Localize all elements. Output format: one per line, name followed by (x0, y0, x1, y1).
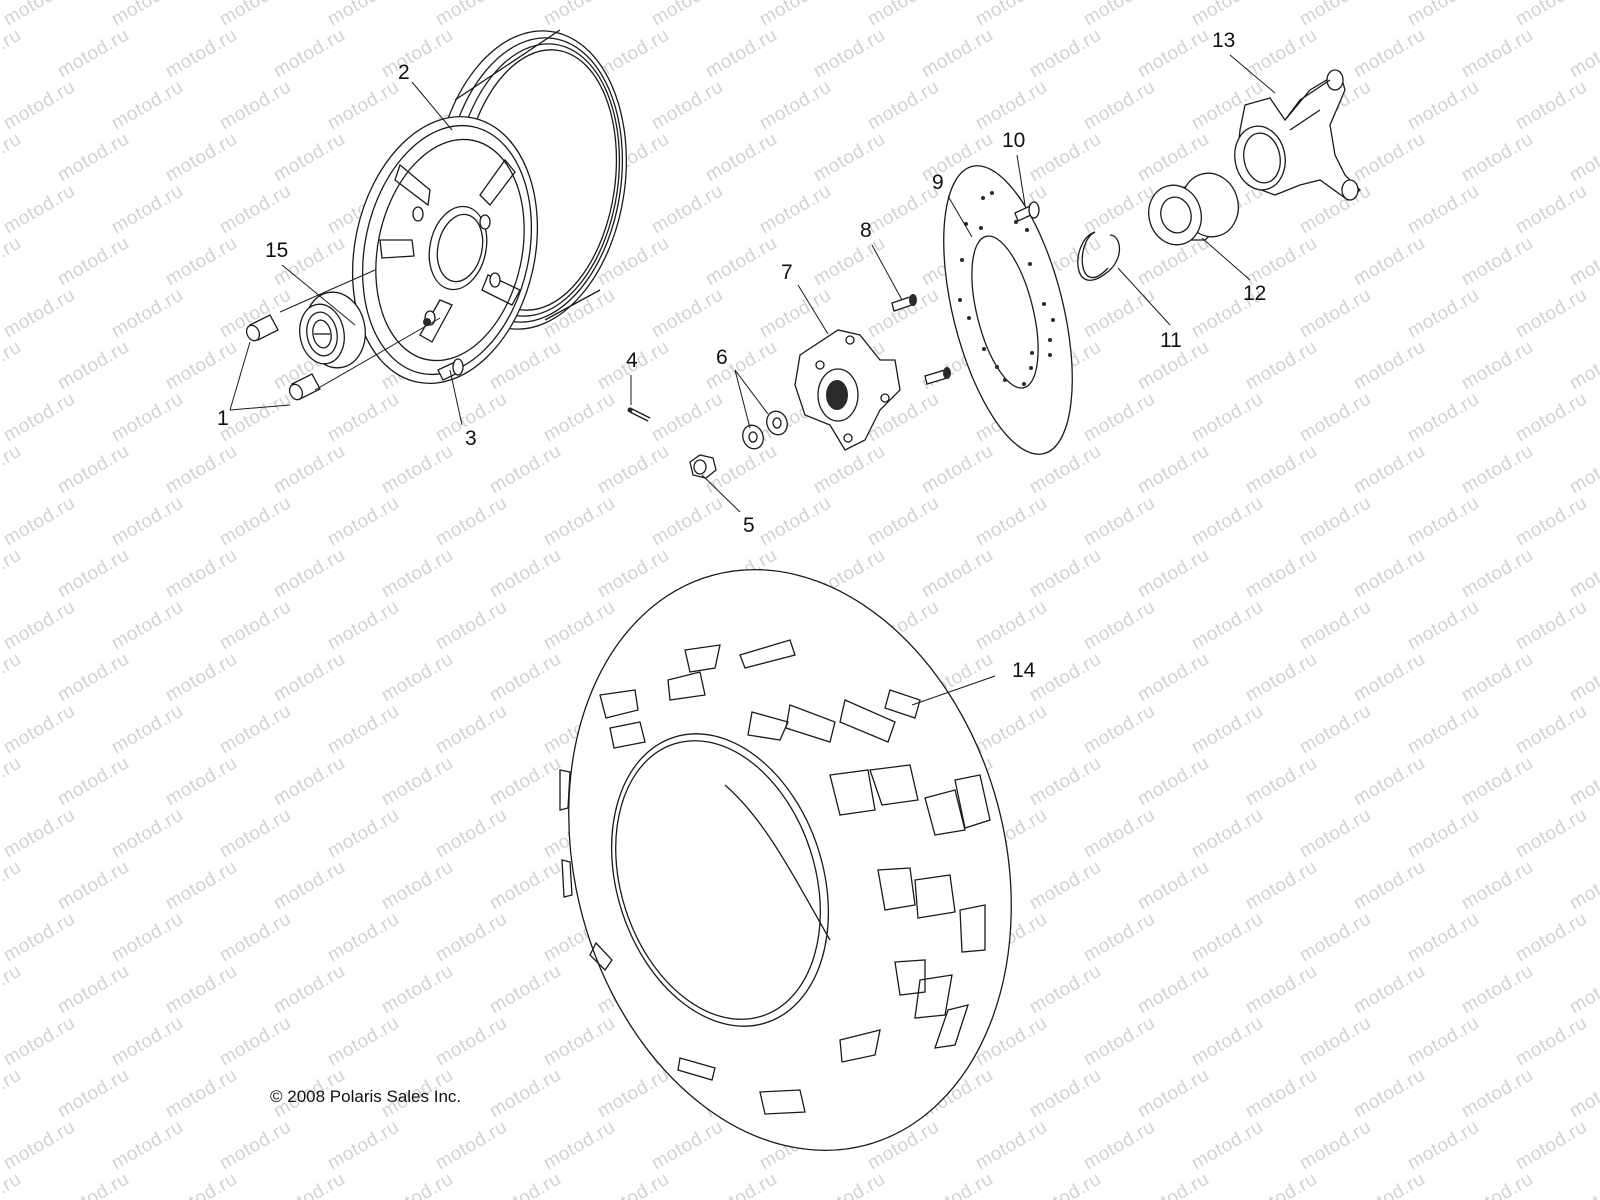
callout-2: 2 (398, 61, 410, 84)
callout-1: 1 (217, 407, 229, 430)
callout-8: 8 (860, 219, 872, 242)
castle-nut-drawing (689, 454, 717, 479)
leader-lines (229, 54, 1276, 706)
brake-disc-drawing (943, 165, 1073, 455)
tire-drawing (559, 569, 1012, 1151)
callout-14: 14 (1012, 659, 1036, 682)
bearing-carrier-drawing (1234, 69, 1361, 201)
retaining-ring-drawing (1077, 231, 1121, 281)
callout-6: 6 (716, 346, 728, 369)
hub-stud-bolts-drawing (891, 294, 951, 385)
callout-12: 12 (1243, 282, 1267, 305)
disc-bolt-drawing (1014, 201, 1040, 222)
callout-9: 9 (932, 171, 944, 194)
callout-7: 7 (781, 261, 793, 284)
valve-stem-drawing (437, 358, 464, 381)
washers-drawing (742, 410, 788, 450)
hub-cap-drawing (299, 291, 366, 369)
callout-13: 13 (1212, 29, 1236, 52)
wheel-bearing-drawing (1148, 172, 1239, 246)
callout-3: 3 (465, 427, 477, 450)
callout-5: 5 (743, 514, 755, 537)
copyright-notice: © 2008 Polaris Sales Inc. (270, 1087, 462, 1106)
callout-4: 4 (626, 349, 638, 372)
cotter-pin-drawing (627, 407, 651, 422)
callout-10: 10 (1002, 129, 1026, 152)
lug-nuts-drawing (245, 314, 321, 401)
wheel-rim-drawing (351, 29, 628, 385)
callout-11: 11 (1160, 329, 1182, 352)
wheel-hub-drawing (794, 329, 901, 451)
callout-15: 15 (265, 239, 289, 262)
